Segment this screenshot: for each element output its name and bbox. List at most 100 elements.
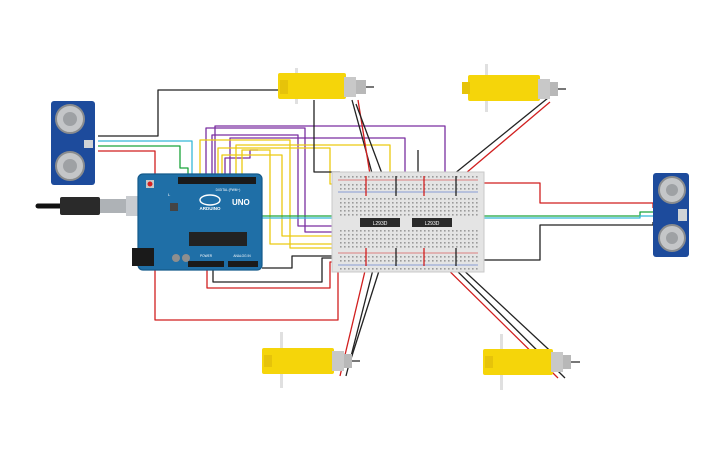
- breadboard-hole: [432, 202, 434, 204]
- breadboard-hole: [392, 206, 394, 208]
- breadboard-hole: [368, 206, 370, 208]
- breadboard-hole: [372, 188, 374, 190]
- breadboard-hole: [424, 198, 426, 200]
- breadboard-hole: [356, 242, 358, 244]
- breadboard-hole: [476, 184, 478, 186]
- breadboard-hole: [360, 202, 362, 204]
- breadboard-hole: [420, 246, 422, 248]
- breadboard-hole: [344, 198, 346, 200]
- breadboard-hole: [432, 176, 434, 178]
- breadboard-hole: [452, 210, 454, 212]
- breadboard-hole: [408, 184, 410, 186]
- breadboard-hole: [440, 256, 442, 258]
- breadboard-hole: [340, 246, 342, 248]
- breadboard-hole: [420, 230, 422, 232]
- breadboard-hole: [460, 260, 462, 262]
- breadboard-hole: [364, 242, 366, 244]
- breadboard-hole: [404, 214, 406, 216]
- breadboard-hole: [412, 230, 414, 232]
- breadboard-hole: [344, 268, 346, 270]
- breadboard-hole: [348, 246, 350, 248]
- breadboard-hole: [356, 188, 358, 190]
- breadboard-hole: [436, 230, 438, 232]
- breadboard-hole: [452, 184, 454, 186]
- breadboard-hole: [360, 230, 362, 232]
- breadboard-hole: [392, 214, 394, 216]
- gear-motor-top-right: [462, 64, 566, 112]
- breadboard-hole: [408, 242, 410, 244]
- breadboard-hole: [364, 210, 366, 212]
- breadboard-hole: [412, 234, 414, 236]
- breadboard-hole: [476, 206, 478, 208]
- breadboard-hole: [476, 260, 478, 262]
- breadboard-hole: [464, 202, 466, 204]
- breadboard-hole: [376, 230, 378, 232]
- gear-motor-bottom-left: [262, 332, 360, 388]
- breadboard-hole: [428, 256, 430, 258]
- breadboard-hole: [388, 256, 390, 258]
- breadboard-hole: [344, 210, 346, 212]
- breadboard-hole: [444, 214, 446, 216]
- breadboard-hole: [428, 206, 430, 208]
- breadboard-hole: [428, 246, 430, 248]
- arduino-brand-label: ARDUINO: [200, 206, 221, 211]
- breadboard-hole: [380, 234, 382, 236]
- breadboard-hole: [404, 202, 406, 204]
- breadboard-hole: [444, 198, 446, 200]
- breadboard-hole: [428, 176, 430, 178]
- breadboard-hole: [448, 176, 450, 178]
- breadboard-hole: [356, 268, 358, 270]
- breadboard-hole: [352, 206, 354, 208]
- breadboard-hole: [412, 188, 414, 190]
- breadboard-hole: [468, 206, 470, 208]
- breadboard-hole: [428, 238, 430, 240]
- breadboard-hole: [380, 246, 382, 248]
- breadboard-hole: [368, 202, 370, 204]
- ultrasonic-sensor-right: [653, 173, 689, 257]
- breadboard-hole: [456, 268, 458, 270]
- breadboard-hole: [396, 202, 398, 204]
- breadboard-hole: [456, 238, 458, 240]
- breadboard-hole: [340, 176, 342, 178]
- breadboard-hole: [448, 214, 450, 216]
- breadboard-hole: [420, 188, 422, 190]
- breadboard-hole: [420, 242, 422, 244]
- breadboard-hole: [416, 210, 418, 212]
- breadboard-hole: [404, 256, 406, 258]
- led-label: L: [168, 192, 171, 197]
- breadboard-hole: [476, 188, 478, 190]
- breadboard-hole: [464, 176, 466, 178]
- breadboard-hole: [400, 176, 402, 178]
- breadboard-hole: [468, 260, 470, 262]
- breadboard-hole: [460, 234, 462, 236]
- breadboard-hole: [444, 238, 446, 240]
- breadboard-hole: [380, 176, 382, 178]
- breadboard-hole: [364, 238, 366, 240]
- breadboard-hole: [408, 246, 410, 248]
- breadboard-hole: [420, 198, 422, 200]
- breadboard-hole: [464, 256, 466, 258]
- breadboard-hole: [344, 214, 346, 216]
- breadboard-hole: [436, 246, 438, 248]
- breadboard-hole: [348, 230, 350, 232]
- breadboard-hole: [360, 214, 362, 216]
- breadboard-hole: [444, 210, 446, 212]
- ultrasonic-sensor-left: [51, 101, 95, 185]
- breadboard-hole: [412, 246, 414, 248]
- breadboard-hole: [428, 202, 430, 204]
- breadboard-hole: [456, 210, 458, 212]
- breadboard-hole: [352, 188, 354, 190]
- breadboard-hole: [348, 210, 350, 212]
- breadboard-hole: [424, 268, 426, 270]
- breadboard-hole: [436, 268, 438, 270]
- breadboard-hole: [412, 268, 414, 270]
- breadboard-hole: [388, 188, 390, 190]
- wire-purple: [214, 125, 446, 212]
- breadboard-hole: [400, 198, 402, 200]
- breadboard-hole: [436, 242, 438, 244]
- breadboard-hole: [436, 188, 438, 190]
- breadboard-hole: [404, 188, 406, 190]
- breadboard-hole: [360, 206, 362, 208]
- breadboard-hole: [448, 246, 450, 248]
- breadboard-hole: [360, 234, 362, 236]
